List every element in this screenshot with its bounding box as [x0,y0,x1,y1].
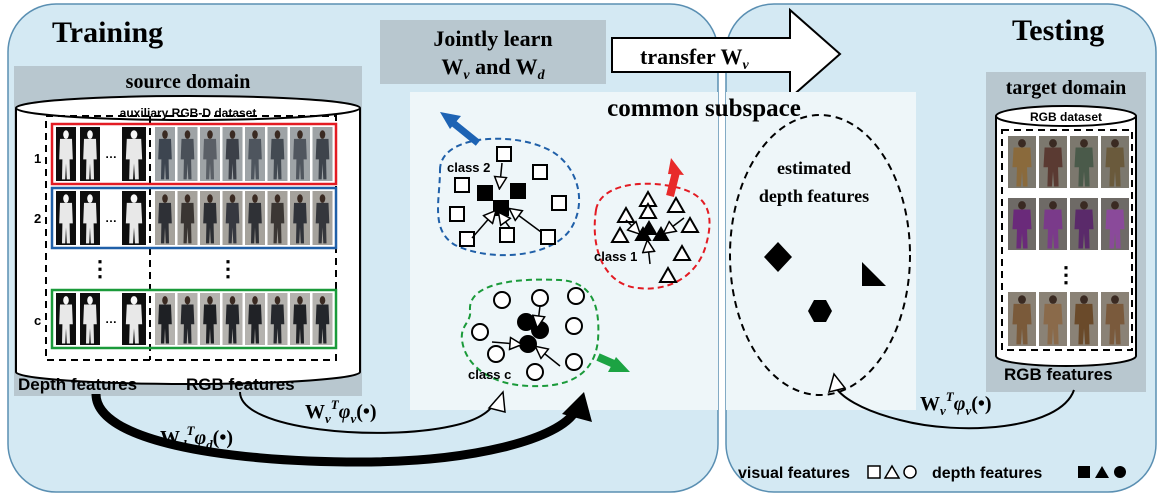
depth-square-marker [493,200,509,216]
class2-markers [449,146,567,247]
class1-pull-arrows [625,217,685,265]
target-cylinder-top [995,105,1137,127]
classc-pull-arrows [491,305,561,367]
legend-visual-triangle [883,464,901,479]
source-dataset-label: auxiliary RGB-D dataset [120,106,257,120]
testing-title: Testing [1012,14,1104,47]
target-dataset-label: RGB dataset [1030,110,1102,124]
depth-circle-marker [531,321,549,339]
target-projection-arrow [834,385,1075,430]
visual-square-marker [496,146,512,162]
depth-features-label: Depth features [18,375,137,394]
estimated-line2: depth features [759,186,869,206]
visual-circle-marker [526,363,544,381]
row-frame-c [50,288,338,350]
row-label-1: 1 [34,151,41,166]
estimated-line1: estimated [777,158,851,178]
common-subspace-box-right [726,92,916,410]
visual-triangle-marker [666,195,686,213]
visual-triangle-marker [616,205,636,223]
wv-formula-right: WvTφv(•) [920,389,992,418]
visual-triangle-marker [610,225,630,243]
class1-arrow [666,158,684,197]
transfer-label: transfer Wv [640,44,749,73]
common-subspace-title: common subspace [607,95,801,122]
jointly-learn-line2: Wv and Wd [441,54,545,83]
source-domain-title: source domain [126,71,251,93]
visual-circle-marker [565,353,583,371]
transfer-arrow [611,7,842,101]
rgb-features-label: RGB features [186,375,295,394]
wd-formula: WdTφd(•) [160,423,233,452]
visual-square-marker [551,195,567,211]
target-domain-title: target domain [1006,77,1127,99]
visual-circle-marker [493,291,511,309]
row-label-c: c [34,313,41,328]
depth-ellipsis: … [105,312,117,326]
class2-arrow [440,112,481,146]
classc-boundary [460,278,600,388]
visual-triangle-marker [672,243,692,261]
visual-triangle-marker [638,201,658,219]
source-cylinder-top [15,95,361,121]
class2-pull-arrows [471,162,542,239]
legend-depth-label: depth features [932,465,1042,482]
visual-circle-marker [567,287,585,305]
estimated-triangle-marker [862,262,886,286]
classc-arrow [596,353,630,372]
wv-formula-left: WvTφv(•) [305,397,377,426]
visual-square-marker [459,231,475,247]
class2-boundary [437,137,580,257]
jointly-learn-line1: Jointly learn [433,26,552,51]
row-label-2: 2 [34,211,41,226]
visual-square-marker [540,229,556,245]
visual-circle-marker [531,289,549,307]
target-images [1008,136,1129,346]
visual-square-marker [499,227,515,243]
jointly-learn-box [380,20,606,84]
depth-ellipsis: … [105,211,117,225]
visual-square-marker [449,206,465,222]
row-frame-2 [50,186,338,250]
legend-depth-triangle [1095,466,1109,478]
depth-ellipsis: … [105,147,117,161]
depth-projection-arrow [91,393,580,467]
class1-label: class 1 [594,249,637,264]
source-dots-left: ⋮ [89,256,111,281]
legend-visual-square [867,465,881,479]
depth-square-marker [477,185,493,201]
estimated-hexagon-marker [808,300,832,322]
visual-circle-marker [471,323,489,341]
target-dashed-frame [1001,129,1133,351]
legend-visual-circle [903,465,917,479]
common-subspace-box [410,92,718,410]
visual-triangle-marker [680,215,700,233]
training-title: Training [52,16,163,49]
visual-circle-marker [487,345,505,363]
depth-square-marker [510,183,526,199]
visual-triangle-marker [658,265,678,283]
visual-square-marker [532,164,548,180]
legend-depth-square [1078,466,1090,478]
visual-square-marker [454,177,470,193]
classc-markers [471,287,585,381]
target-dots: ⋮ [1055,262,1077,287]
depth-circle-marker [519,335,537,353]
rgb-projection-arrow [239,391,497,434]
classc-label: class c [468,367,511,382]
estimated-depth-ellipse [729,114,911,396]
source-dots-right: ⋮ [217,256,239,281]
visual-circle-marker [565,317,583,335]
row-frame-1 [50,122,338,186]
target-rgb-features-label: RGB features [1004,365,1113,384]
estimated-diamond-marker [764,242,792,272]
legend-depth-circle [1114,466,1126,478]
legend-visual-label: visual features [738,465,850,482]
class1-markers [610,189,700,283]
class2-label: class 2 [447,160,490,175]
source-images: … … … [56,127,333,345]
